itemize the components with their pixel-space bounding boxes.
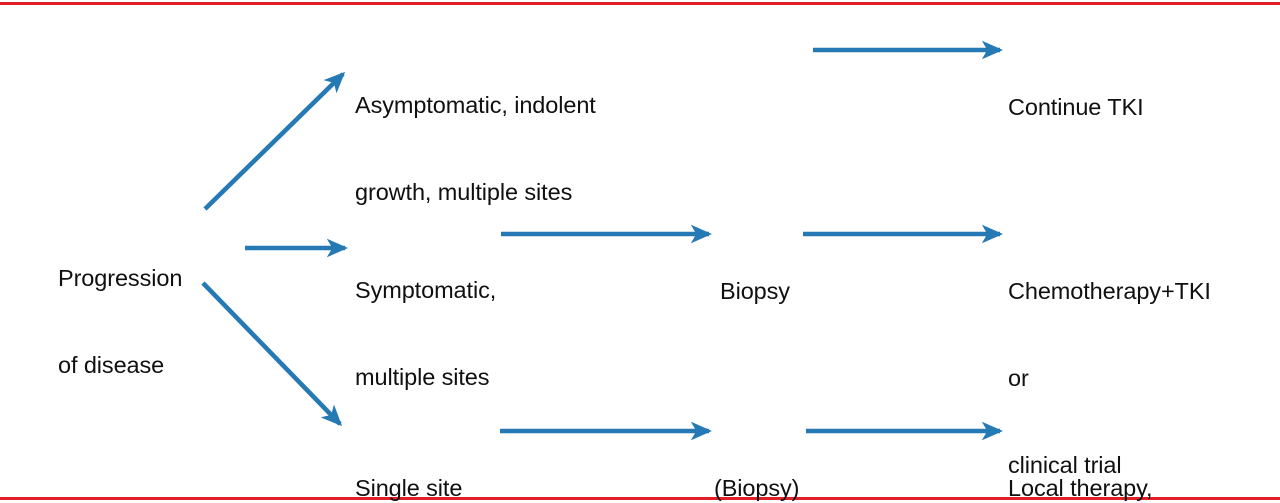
edge-start-to-asymptomatic — [203, 71, 346, 211]
node-chemo-line-2: or — [1008, 365, 1029, 391]
node-progression-line-2: of disease — [58, 352, 165, 378]
node-biopsy-label: Biopsy — [720, 278, 790, 304]
node-symptomatic-line-2: multiple sites — [355, 364, 490, 390]
node-progression-line-1: Progression — [58, 265, 183, 291]
node-asymptomatic-indolent: Asymptomatic, indolent growth, multiple … — [355, 33, 596, 265]
node-asymptomatic-line-1: Asymptomatic, indolent — [355, 92, 596, 118]
node-biopsy-optional-label: (Biopsy) — [714, 475, 800, 501]
node-single-site: Single site — [355, 416, 462, 503]
node-chemo-line-3: clinical trial — [1008, 452, 1122, 478]
node-progression-of-disease: Progression of disease — [58, 206, 182, 438]
top-rule-divider — [0, 2, 1280, 5]
node-chemo-line-1: Chemotherapy+TKI — [1008, 278, 1211, 304]
node-biopsy: Biopsy — [720, 219, 790, 364]
node-outcome-chemotherapy: Chemotherapy+TKI or clinical trial — [1008, 219, 1211, 503]
node-biopsy-optional: (Biopsy) — [714, 416, 799, 503]
bottom-rule-divider — [0, 497, 1280, 500]
node-continue-tki-line-1: Continue TKI — [1008, 94, 1144, 120]
node-symptomatic-line-1: Symptomatic, — [355, 277, 497, 303]
node-outcome-continue-tki: Continue TKI — [1008, 35, 1144, 180]
node-symptomatic-multiple-sites: Symptomatic, multiple sites — [355, 218, 496, 450]
node-asymptomatic-line-2: growth, multiple sites — [355, 179, 573, 205]
node-local-therapy-line-1: Local therapy, — [1008, 475, 1153, 501]
node-single-site-line-1: Single site — [355, 475, 463, 501]
edge-start-to-single-site — [201, 281, 343, 427]
node-outcome-local-therapy: Local therapy, resume TKI — [1008, 416, 1153, 503]
